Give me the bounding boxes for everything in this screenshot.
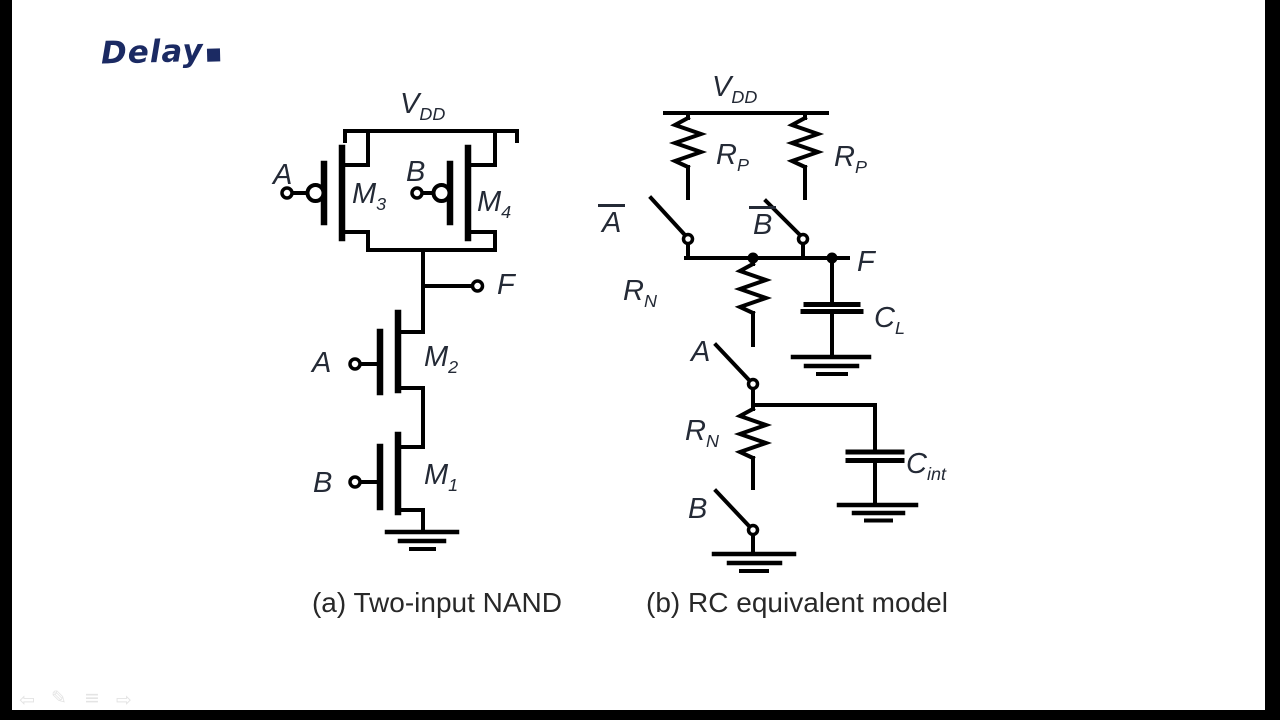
output-f-label-a: F <box>497 269 515 301</box>
ground-symbol-b <box>711 551 797 573</box>
input-b-terminal-pmos <box>410 186 424 200</box>
input-a-terminal-nmos <box>348 357 362 371</box>
resistor-rp-left <box>668 111 708 200</box>
letterbox-right <box>1265 0 1280 720</box>
capacitor-cint <box>845 403 905 507</box>
nmos-m1-symbol <box>348 431 425 534</box>
vdd-rail-a <box>343 129 519 143</box>
resistor-rn-upper <box>733 256 773 347</box>
output-f-label-b: F <box>857 246 875 278</box>
input-b-label-nmos: B <box>313 467 333 499</box>
ink-cursor-square <box>206 48 220 62</box>
switch-a-inverted <box>648 195 695 260</box>
forward-arrow-icon[interactable]: ⇨ <box>116 689 132 711</box>
handwritten-note: Delay <box>100 32 220 72</box>
switch-b <box>713 488 760 556</box>
back-arrow-icon[interactable]: ⇦ <box>19 689 35 711</box>
pmos-m3-bubble <box>305 183 326 203</box>
output-stem-a <box>421 248 474 334</box>
letterbox-left <box>0 0 12 720</box>
switch-a-inverted-label: A <box>598 204 626 238</box>
m1-label: M1 <box>424 459 459 495</box>
pmos-m4-symbol <box>410 129 497 252</box>
ground-symbol-cl <box>790 354 872 376</box>
rp-left-label: RP <box>716 139 749 175</box>
cl-label: CL <box>874 302 905 338</box>
input-a-label-nmos: A <box>312 347 332 379</box>
m4-label: M4 <box>477 186 512 222</box>
input-a-terminal-pmos <box>280 186 294 200</box>
switch-b-label: B <box>688 493 708 525</box>
caption-a: (a) Two-input NAND <box>311 587 562 618</box>
rn-upper-label: RN <box>623 275 657 311</box>
list-icon[interactable]: ≡ <box>84 687 100 709</box>
switch-a-label: A <box>691 336 711 368</box>
nmos-m2-symbol <box>348 309 425 449</box>
switch-a <box>713 342 760 407</box>
m2-label: M2 <box>424 341 459 377</box>
pencil-icon[interactable]: ✎ <box>51 687 67 709</box>
nand-schematic <box>280 129 519 551</box>
handwritten-note-text: Delay <box>100 32 205 72</box>
rp-right-label: RP <box>834 141 867 177</box>
vdd-label-b: VDD <box>712 71 758 107</box>
rn-lower-label: RN <box>685 415 719 451</box>
ground-symbol-a <box>384 529 460 551</box>
switch-b-inverted-label: B <box>749 206 777 240</box>
ground-symbol-cint <box>836 502 919 523</box>
output-f-terminal-a <box>470 279 485 293</box>
rc-model-schematic <box>648 111 919 573</box>
resistor-rn-lower <box>733 403 773 490</box>
pmos-m4-bubble <box>431 183 452 203</box>
input-a-label-pmos: A <box>273 159 293 191</box>
resistor-rp-right <box>785 111 825 200</box>
pmos-m3-symbol <box>280 129 370 252</box>
capacitor-cl <box>800 256 864 359</box>
cint-label: Cint <box>906 448 946 484</box>
caption-b: (b) RC equivalent model <box>646 587 948 618</box>
input-b-label-pmos: B <box>406 156 426 188</box>
vdd-label-a: VDD <box>400 88 446 124</box>
m3-label: M3 <box>352 178 387 214</box>
input-b-terminal-nmos <box>348 475 362 489</box>
letterbox-bottom <box>0 710 1280 720</box>
